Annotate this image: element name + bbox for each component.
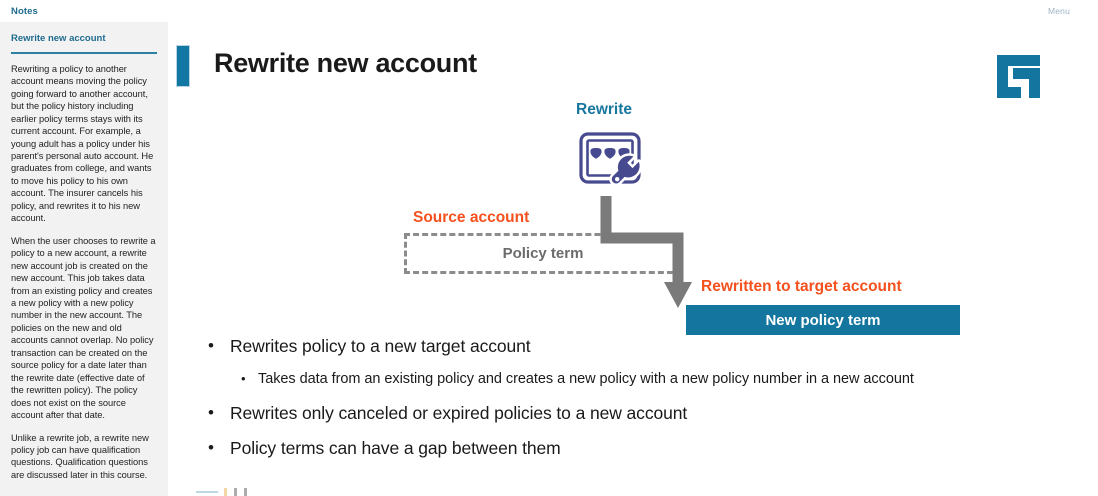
clipped-bottom-graphic [196,488,247,496]
slide-canvas: Menu Rewrite new account Rewrite Source … [168,0,1098,496]
bullet-marker-icon: • [241,371,246,386]
bullet-list: • Rewrites policy to a new target accoun… [208,333,1088,470]
notes-panel: Notes Rewrite new account Rewriting a po… [0,0,168,496]
list-item: • Rewrites only canceled or expired poli… [208,400,1088,426]
notes-paragraph: Rewriting a policy to another account me… [11,63,154,224]
notes-divider [11,52,157,54]
menu-button[interactable]: Menu [1047,6,1070,16]
diagram-label-rewritten-target: Rewritten to target account [701,278,902,295]
list-item-text: Policy terms can have a gap between them [230,438,561,458]
bullet-marker-icon: • [208,438,214,457]
bullet-marker-icon: • [208,403,214,422]
list-item-text: Takes data from an existing policy and c… [258,371,914,387]
diagram-new-policy-term-label: New policy term [765,311,881,329]
page-title: Rewrite new account [214,48,477,78]
notes-content: Rewrite new account Rewriting a policy t… [0,22,168,496]
notes-paragraph: Unlike a rewrite job, a rewrite new poli… [11,432,149,480]
list-item: • Takes data from an existing policy and… [241,368,1088,390]
diagram-label-rewrite: Rewrite [576,101,632,118]
tab-notes-label: Notes [11,5,38,17]
screen-wrench-icon [579,132,643,187]
notes-paragraph: When the user chooses to rewrite a polic… [11,235,156,421]
list-item: • Rewrites policy to a new target accoun… [208,333,1088,359]
rewrite-flow-diagram: Rewrite Source account Policy term [168,0,1098,345]
list-item: • Policy terms can have a gap between th… [208,435,1088,461]
list-item-text: Rewrites only canceled or expired polici… [230,403,688,423]
diagram-new-policy-term-bar: New policy term [686,305,960,335]
tab-notes[interactable]: Notes [0,0,62,22]
bullet-marker-icon: • [208,336,214,355]
list-item-text: Rewrites policy to a new target account [230,336,531,356]
diagram-policy-term-label: Policy term [502,245,584,262]
title-accent-bar [176,45,190,87]
guidewire-logo [997,55,1040,98]
notes-heading: Rewrite new account [11,33,106,44]
diagram-label-source-account: Source account [413,209,530,226]
elbow-arrow-down-right [600,196,692,308]
